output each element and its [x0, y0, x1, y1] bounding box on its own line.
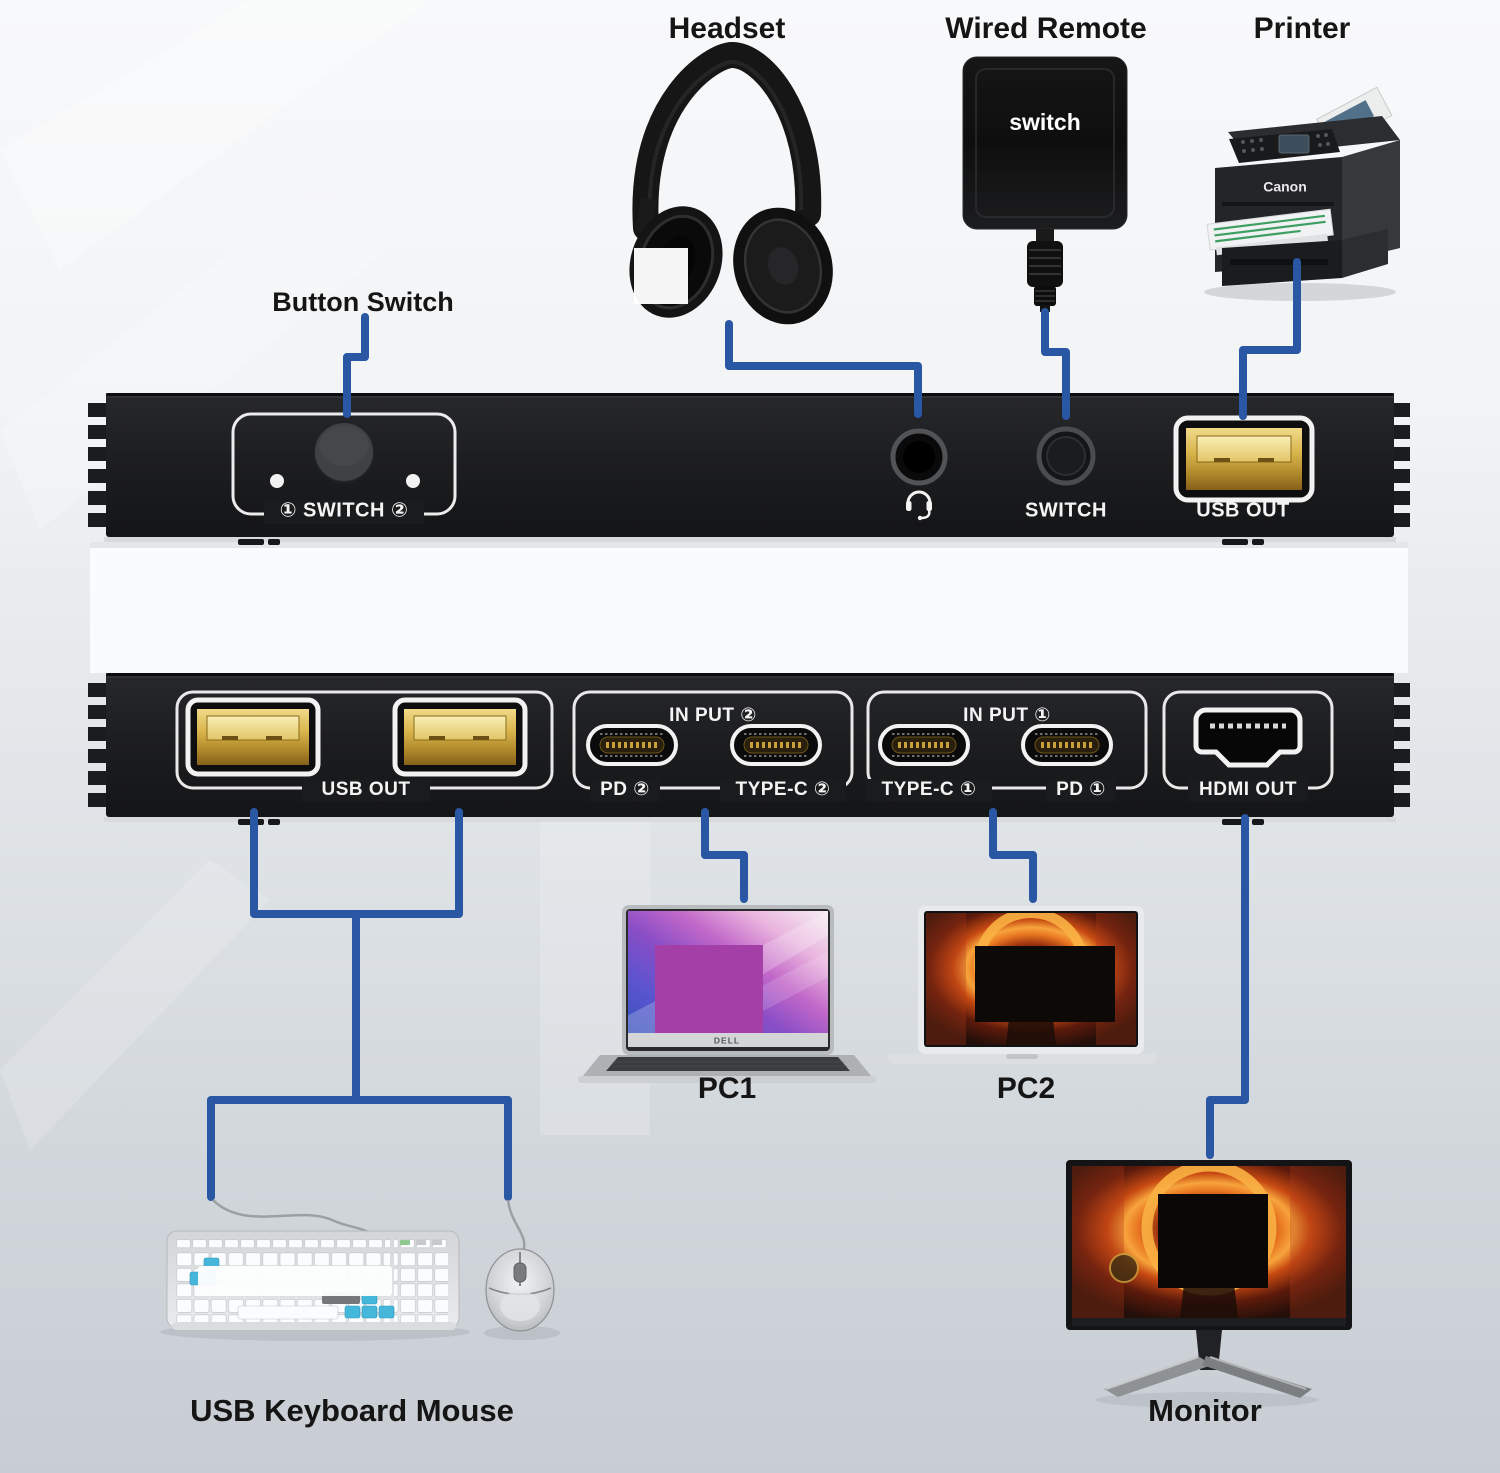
input2-label: IN PUT ② — [669, 705, 757, 726]
printer-brand-text: Canon — [1263, 179, 1307, 195]
switch-group-label: ① SWITCH ② — [280, 499, 409, 521]
usb-c-port-typec1 — [878, 724, 970, 766]
front-panel-top-edge — [106, 393, 1394, 396]
cable-headset — [725, 320, 922, 418]
rear-panel-highlight — [106, 676, 1394, 678]
monitor-image — [1066, 1160, 1352, 1408]
usb-out-rear-mask — [302, 779, 430, 801]
monitor-censor-patch — [1158, 1194, 1268, 1288]
pc1-brand-logo: DELL — [714, 1035, 740, 1045]
white-band — [90, 542, 1408, 673]
front-panel-highlight — [106, 396, 1394, 398]
cable-printer — [1239, 258, 1301, 420]
printer-label: Printer — [1254, 12, 1351, 45]
remote-switch-text: switch — [1009, 109, 1081, 135]
cable-pc2 — [989, 808, 1037, 903]
mouse-image — [484, 1248, 560, 1340]
pd1-mask — [1046, 779, 1116, 801]
cable-monitor — [1206, 814, 1249, 1159]
pc1-censor-patch — [655, 945, 763, 1040]
input1-label: IN PUT ① — [963, 705, 1051, 726]
rear-panel: USB OUT IN PUT ② PD ② TYPE-C ② IN PUT ① — [88, 673, 1410, 825]
usb-out-port-2 — [392, 697, 528, 777]
pd2-label: PD ② — [600, 779, 650, 800]
usb-keyboard-mouse-label: USB Keyboard Mouse — [190, 1393, 514, 1428]
rear-panel-base-strip — [104, 817, 1396, 822]
hdmi-out-label: HDMI OUT — [1199, 779, 1297, 800]
usb-out-front-label: USB OUT — [1196, 499, 1290, 521]
pc2-label: PC2 — [997, 1072, 1055, 1105]
wired-remote-image: switch — [962, 56, 1128, 312]
headset-label: Headset — [669, 12, 786, 45]
monitor-label: Monitor — [1148, 1393, 1262, 1428]
pc2-censor-patch — [975, 946, 1115, 1022]
headset-icon — [906, 490, 932, 521]
button-switch-label: Button Switch — [272, 287, 453, 317]
pd2-mask — [590, 779, 660, 801]
pc1-image: DELL — [578, 905, 876, 1083]
mouse-scroll-wheel — [513, 1262, 527, 1283]
input2-group-outline — [572, 690, 854, 790]
front-panel-base-strip — [104, 537, 1396, 542]
typec1-label: TYPE-C ① — [881, 779, 976, 800]
input1-group-outline — [866, 690, 1148, 790]
usb-out-rear-label: USB OUT — [322, 779, 411, 800]
led-indicator-1 — [270, 474, 284, 488]
switch-button-highlight — [319, 426, 369, 466]
typec1-mask — [866, 779, 992, 801]
cable-button-switch — [343, 313, 369, 418]
remote-switch-port-inner — [1046, 436, 1086, 476]
usb-c-port-pd2 — [586, 724, 678, 766]
cable-wired-remote — [1041, 308, 1070, 420]
keyboard-wire — [212, 1199, 377, 1238]
front-panel-feet — [238, 539, 1264, 545]
mouse-wire — [506, 1199, 526, 1255]
printer-image: Canon — [1204, 86, 1400, 301]
headset-image — [629, 41, 833, 325]
usb-out-port-1 — [185, 697, 321, 777]
hdmi-out-port — [1193, 707, 1303, 768]
pc1-label: PC1 — [698, 1072, 756, 1105]
typec2-mask — [720, 779, 846, 801]
pd1-label: PD ① — [1056, 779, 1106, 800]
panel-shadow — [90, 542, 1408, 548]
headphone-jack-hole — [903, 441, 935, 473]
rear-panel-top-edge — [106, 673, 1394, 676]
cable-pc1 — [701, 808, 748, 903]
front-panel: ① SWITCH ② SWITCH USB OUT — [88, 393, 1410, 545]
keyboard-indicator-light — [400, 1240, 410, 1245]
switch-text-mask — [264, 500, 424, 524]
usb-c-port-pd1 — [1021, 724, 1113, 766]
typec2-label: TYPE-C ② — [735, 779, 830, 800]
hdmi-mask — [1188, 779, 1308, 801]
usb-c-port-typec2 — [730, 724, 822, 766]
wired-remote-label: Wired Remote — [945, 12, 1146, 45]
switch-port-label: SWITCH — [1025, 499, 1107, 521]
keyboard-censor-patch — [198, 1266, 392, 1296]
headset-censor-patch — [634, 248, 688, 304]
cable-usb-keyboard-mouse — [207, 808, 512, 1201]
usb-out-port-front — [1173, 415, 1315, 503]
keyboard-image — [160, 1230, 470, 1341]
led-indicator-2 — [406, 474, 420, 488]
pc2-image — [887, 906, 1157, 1065]
